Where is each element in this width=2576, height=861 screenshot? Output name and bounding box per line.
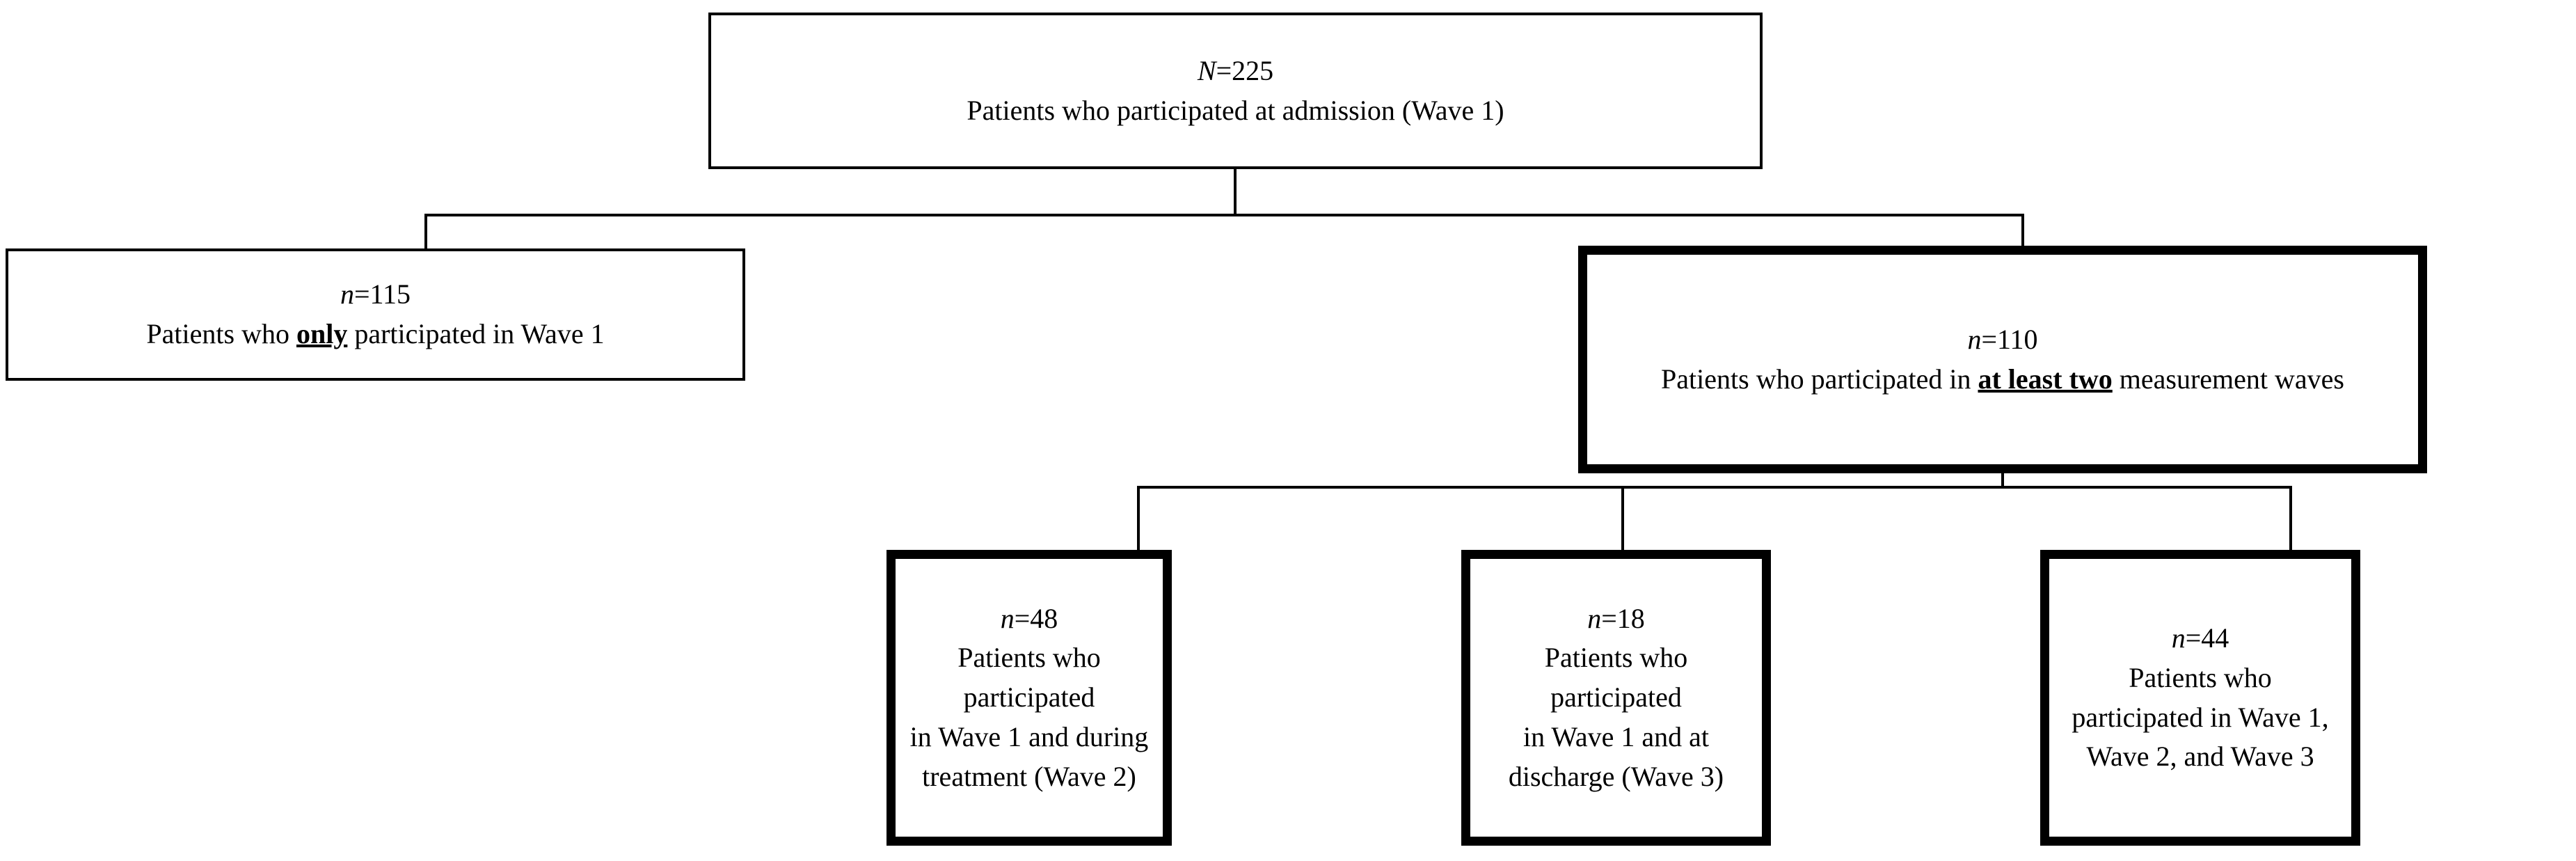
connector-level2-bar: [1137, 486, 2292, 489]
node-wave1-only-label-pre: Patients who: [146, 318, 296, 349]
node-wave1-wave2: n=48 Patients who participated in Wave 1…: [887, 550, 1172, 846]
node-at-least-two: n=110 Patients who participated in at le…: [1578, 246, 2427, 473]
node-at-least-two-label-post: measurement waves: [2112, 363, 2344, 395]
connector-level1-bar: [424, 214, 2024, 216]
node-wave1-wave3-count: n=18: [1587, 602, 1645, 634]
node-at-least-two-count: n=110: [1967, 323, 2038, 355]
node-all-three-waves-label-line1: Patients who: [2129, 661, 2272, 693]
node-wave1-wave2-label-line3: treatment (Wave 2): [922, 760, 1136, 792]
node-wave1-only-label-emph: only: [296, 318, 348, 349]
node-wave1-wave3-label-line1: Patients who participated: [1544, 642, 1688, 713]
node-wave1-all: N=225 Patients who participated at admis…: [708, 13, 1763, 169]
connector-level2-drop-middle: [1621, 486, 1624, 550]
node-at-least-two-label: Patients who participated in at least tw…: [1654, 360, 2351, 400]
node-at-least-two-label-emph: at least two: [1978, 363, 2113, 395]
node-wave1-only-label-post: participated in Wave 1: [347, 318, 605, 349]
node-all-three-waves-count: n=44: [2171, 622, 2229, 654]
connector-level1-stem: [1234, 169, 1237, 215]
node-wave1-wave3-label-line3: discharge (Wave 3): [1508, 760, 1724, 792]
node-wave1-only: n=115 Patients who only participated in …: [6, 248, 745, 381]
node-wave1-all-count: N=225: [1197, 54, 1274, 86]
node-wave1-only-label: Patients who only participated in Wave 1: [139, 315, 611, 354]
node-all-three-waves: n=44 Patients who participated in Wave 1…: [2040, 550, 2360, 846]
node-wave1-wave3-label-line2: in Wave 1 and at: [1522, 720, 1710, 752]
node-wave1-wave2-label-line1: Patients who participated: [957, 642, 1101, 713]
node-wave1-wave3: n=18 Patients who participated in Wave 1…: [1461, 550, 1771, 846]
connector-level1-drop-left: [424, 214, 427, 250]
node-at-least-two-label-pre: Patients who participated in: [1661, 363, 1978, 395]
node-wave1-only-count: n=115: [340, 278, 411, 310]
connector-level2-drop-right: [2289, 486, 2292, 550]
node-wave1-wave2-count: n=48: [1000, 602, 1058, 634]
connector-level2-drop-left: [1137, 486, 1140, 550]
connector-level2-stem: [2001, 473, 2004, 489]
node-all-three-waves-label-line2: participated in Wave 1,: [2072, 701, 2329, 733]
node-wave1-all-label: Patients who participated at admission (…: [967, 94, 1504, 126]
node-all-three-waves-label-line3: Wave 2, and Wave 3: [2086, 741, 2314, 773]
connector-level1-drop-right: [2021, 214, 2024, 247]
node-wave1-wave2-label-line2: in Wave 1 and during: [909, 720, 1149, 752]
